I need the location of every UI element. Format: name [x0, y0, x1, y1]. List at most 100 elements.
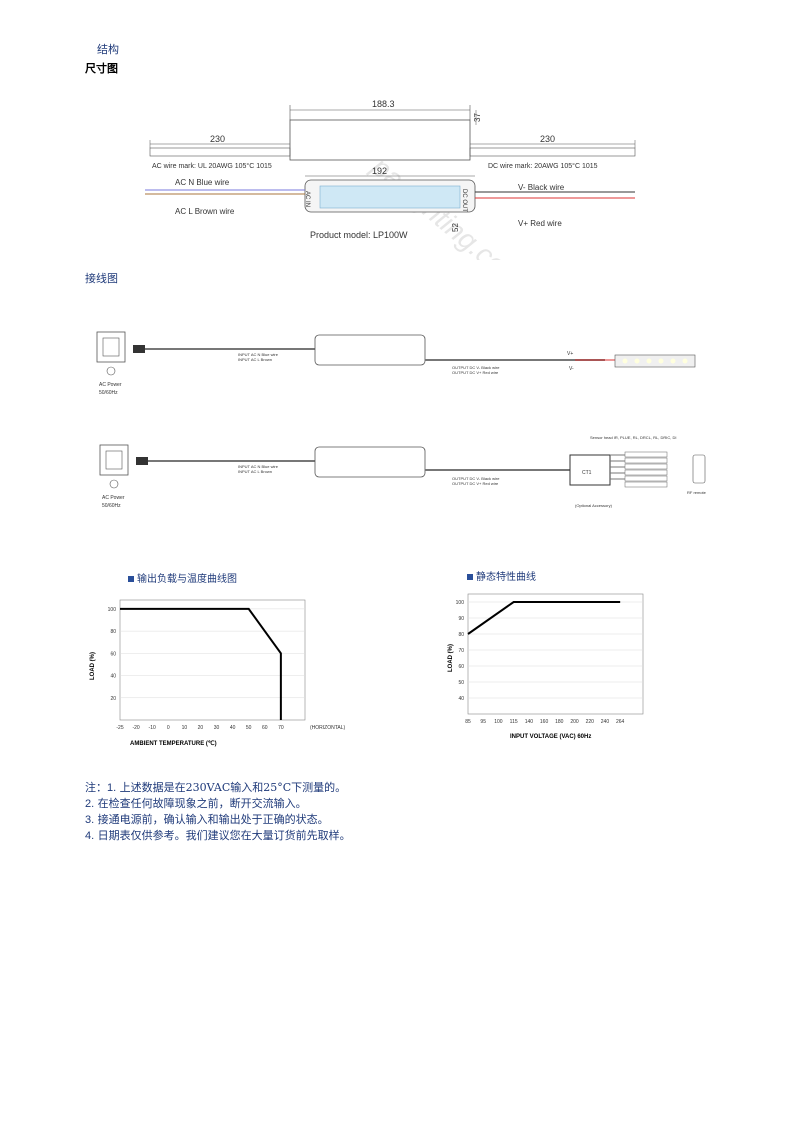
dim-body-width: 192	[372, 166, 387, 176]
notes: 注：1. 上述数据是在230VAC输入和25°C下测量的。 2. 在检查任何故障…	[85, 780, 351, 844]
x-axis-label: AMBIENT TEMPERATURE (℃)	[130, 740, 217, 747]
x-tick-label: 140	[525, 719, 534, 725]
x-axis-label: INPUT VOLTAGE (VAC) 60Hz	[510, 734, 591, 740]
input-l-label-1: INPUT AC L Brown	[238, 357, 272, 362]
x-tick-label: 0	[167, 725, 170, 731]
x-tick-label: 70	[278, 725, 284, 731]
outlet-icon	[96, 331, 126, 363]
y-axis-label: LOAD (%)	[90, 652, 96, 680]
y-tick-label: 90	[458, 616, 464, 622]
note-line: 3. 接通电源前，确认输入和输出处于正确的状态。	[85, 812, 351, 828]
note-line: 2. 在检查任何故障现象之前，断开交流输入。	[85, 796, 351, 812]
dim-height: 37	[473, 113, 482, 122]
led-strip	[614, 354, 696, 368]
vplus-label: V+	[567, 351, 573, 357]
chart2-title-wrap: 静态特性曲线	[467, 568, 536, 583]
y-tick-label: 40	[110, 674, 116, 680]
x-tick-label: 20	[198, 725, 204, 731]
dim-body-height: 52	[451, 223, 460, 232]
ac-wire-mark: AC wire mark: UL 20AWG 105°C 1015	[152, 162, 272, 170]
controller-box	[569, 454, 611, 486]
dimension-drawing: pa.lighting.com 188.3 37 230 230 AC wire…	[145, 99, 636, 260]
dim-body-top: 188.3	[372, 99, 395, 109]
ac-n-label: AC N Blue wire	[175, 178, 230, 187]
section-structure: 结构	[97, 43, 119, 56]
y-axis-label: LOAD (%)	[448, 644, 454, 672]
chart2-title: 静态特性曲线	[476, 572, 536, 583]
dim-right-wire: 230	[540, 134, 555, 144]
input-n-label-2: INPUT AC N Blue wire	[238, 464, 279, 469]
y-tick-label: 100	[456, 600, 465, 606]
ac-l-label: AC L Brown wire	[175, 207, 235, 216]
product-model: Product model: LP100W	[310, 230, 408, 240]
output-plus-label-1: OUTPUT DC V+ Red wire	[452, 370, 499, 375]
wiring-diagram: AC Power 50/60Hz INPUT AC N Blue wire IN…	[96, 331, 707, 509]
y-tick-label: 60	[110, 651, 116, 657]
ac-in-label: AC IN	[304, 191, 310, 207]
output-minus-label-1: OUTPUT DC V- Black wire	[452, 365, 500, 370]
note-text: 上述数据是在230VAC输入和25°C下测量的。	[116, 781, 347, 794]
x-tick-label: 85	[465, 719, 471, 725]
remote-icon	[692, 454, 706, 484]
chart1-title: 输出负载与温度曲线图	[137, 574, 237, 585]
note-prefix: 注：	[85, 781, 107, 794]
y-tick-label: 70	[458, 648, 464, 654]
v-minus-label: V- Black wire	[518, 183, 565, 192]
freq-label-1: 50/60Hz	[99, 390, 118, 396]
x-tick-label: 60	[262, 725, 268, 731]
x-tick-label: 100	[494, 719, 503, 725]
note-line: 注：1. 上述数据是在230VAC输入和25°C下测量的。	[85, 780, 351, 796]
note-text: 在检查任何故障现象之前，断开交流输入。	[94, 797, 307, 810]
chart1-title-wrap: 输出负载与温度曲线图	[128, 570, 237, 585]
x-tick-label: -25	[116, 725, 123, 731]
sensor-note: Sensor head IR, PLUE, RL, DRCL, RL, DRIC…	[590, 435, 676, 440]
dim-left-wire: 230	[210, 134, 225, 144]
plot-frame	[467, 593, 644, 715]
freq-label-2: 50/60Hz	[102, 503, 121, 509]
section-wiring: 接线图	[85, 272, 118, 285]
v-plus-label: V+ Red wire	[518, 219, 562, 228]
y-tick-label: 80	[458, 632, 464, 638]
output-plus-label-2: OUTPUT DC V+ Red wire	[452, 481, 499, 486]
series-line	[120, 607, 282, 720]
input-n-label-1: INPUT AC N Blue wire	[238, 352, 279, 357]
note-number: 4.	[85, 830, 95, 842]
series-line	[467, 601, 621, 635]
y-tick-label: 50	[458, 680, 464, 686]
x-extra-label: (HORIZONTAL)	[310, 725, 346, 731]
x-tick-label: 30	[214, 725, 220, 731]
x-tick-label: 264	[616, 719, 625, 725]
input-l-label-2: INPUT AC L Brown	[238, 469, 272, 474]
note-number: 3.	[85, 814, 95, 826]
dc-wire-mark: DC wire mark: 20AWG 105°C 1015	[488, 162, 598, 170]
x-tick-label: -20	[132, 725, 139, 731]
x-tick-label: 200	[570, 719, 579, 725]
x-tick-label: 160	[540, 719, 549, 725]
y-tick-label: 80	[110, 629, 116, 635]
load-temperature-chart: 20 40 60 80 100 -25 -20 -10 0 10 20 30 40 50 60 70 (HORI…	[90, 599, 346, 747]
ac-power-label-1: AC Power	[99, 382, 122, 388]
plot-frame	[119, 599, 306, 721]
plug-icon	[133, 345, 145, 353]
x-tick-label: 40	[230, 725, 236, 731]
x-tick-label: 115	[510, 719, 518, 725]
note-line: 4. 日期表仅供参考。我们建议您在大量订货前先取样。	[85, 828, 351, 844]
x-tick-label: 50	[246, 725, 252, 731]
x-tick-label: 220	[586, 719, 595, 725]
x-tick-label: 95	[480, 719, 486, 725]
section-dimension: 尺寸图	[85, 62, 118, 75]
x-tick-label: -10	[149, 725, 156, 731]
note-number: 2.	[85, 798, 95, 810]
dc-out-label: DC OUT	[461, 189, 467, 212]
x-tick-label: 240	[601, 719, 610, 725]
y-tick-label: 100	[108, 607, 117, 613]
y-tick-label: 20	[110, 696, 116, 702]
output-minus-label-2: OUTPUT DC V- Black wire	[452, 476, 500, 481]
driver-box	[314, 334, 426, 366]
optional-label: (Optional Accessory)	[575, 503, 613, 508]
vminus-label: V-	[569, 366, 574, 372]
note-text: 接通电源前，确认输入和输出处于正确的状态。	[94, 813, 329, 826]
x-tick-label: 10	[182, 725, 188, 731]
note-number: 1.	[107, 782, 117, 794]
